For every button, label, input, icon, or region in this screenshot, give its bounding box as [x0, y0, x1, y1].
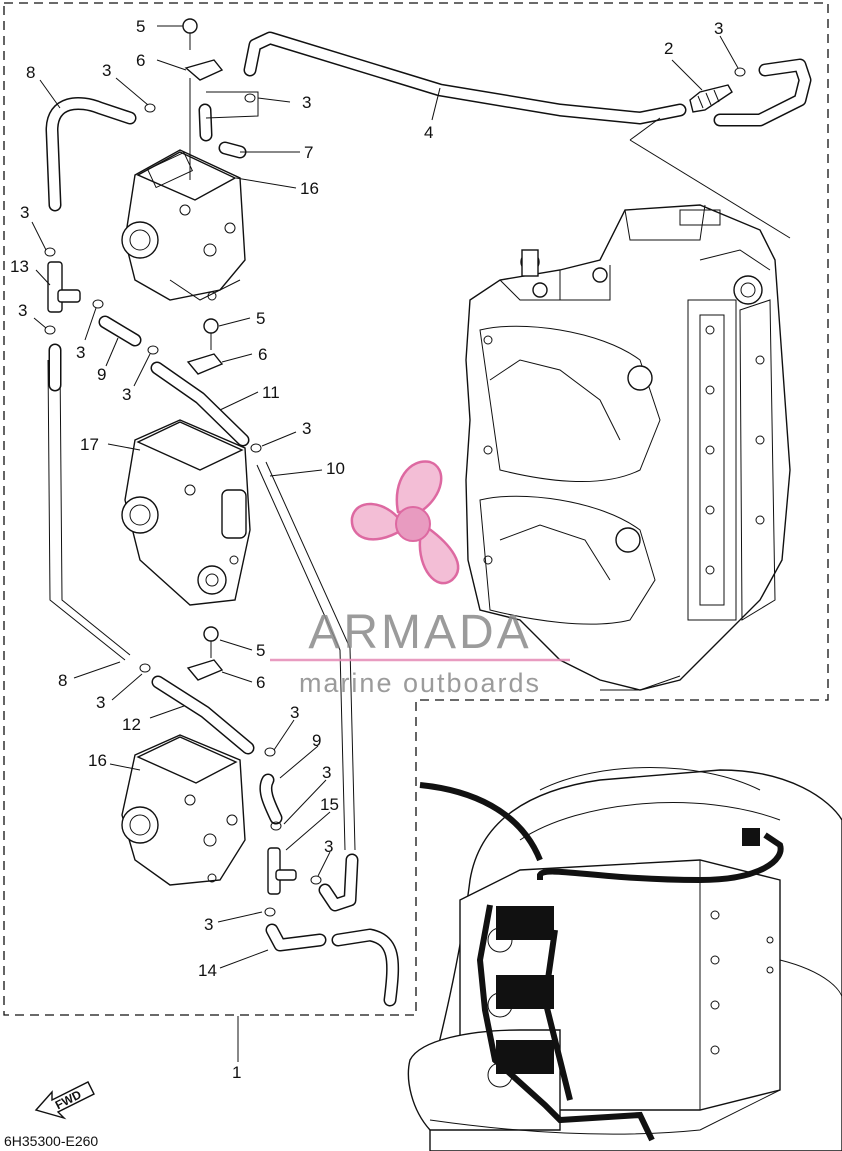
hose-9-lower	[259, 773, 283, 825]
callout-6: 6	[136, 51, 145, 70]
callout-16: 16	[300, 179, 319, 198]
callout-9: 9	[312, 731, 321, 750]
callout-3: 3	[102, 61, 111, 80]
carburetor-middle	[121, 419, 251, 606]
callout-13: 13	[10, 257, 29, 276]
hose-9-upper	[98, 315, 142, 347]
hose-12	[151, 675, 255, 755]
hose-lower-right	[318, 853, 359, 912]
callout-7: 7	[304, 143, 313, 162]
hose-upper-short	[198, 103, 247, 159]
callout-11: 11	[262, 383, 280, 402]
watermark: ARMADA marine outboards	[270, 460, 570, 698]
callout-3: 3	[96, 693, 105, 712]
fwd-arrow: FWD	[34, 1081, 95, 1120]
callout-14: 14	[198, 961, 217, 980]
callout-2: 2	[664, 39, 673, 58]
hose-11	[150, 361, 250, 447]
carburetor-lower	[121, 734, 246, 886]
callout-12: 12	[122, 715, 141, 734]
carburetor-upper	[121, 149, 246, 301]
callout-3: 3	[324, 837, 333, 856]
callout-3: 3	[20, 203, 29, 222]
callout-3: 3	[204, 915, 213, 934]
callout-15: 15	[320, 795, 339, 814]
callout-4: 4	[424, 123, 433, 142]
check-valve-2	[689, 84, 733, 113]
propeller-logo-icon	[350, 460, 460, 585]
hose-4	[243, 31, 687, 125]
callout-5: 5	[256, 641, 265, 660]
clips-3	[44, 67, 746, 917]
bolts-5	[182, 18, 219, 658]
callout-5: 5	[256, 309, 265, 328]
callout-3: 3	[302, 419, 311, 438]
callout-3: 3	[290, 703, 299, 722]
callout-1: 1	[232, 1063, 241, 1082]
callout-10: 10	[326, 459, 345, 478]
callout-3: 3	[122, 385, 131, 404]
outboard-overview	[407, 767, 842, 1151]
watermark-tagline: marine outboards	[299, 668, 541, 698]
hose-8-long	[47, 359, 131, 661]
callout-8: 8	[26, 63, 35, 82]
hose-10	[256, 461, 356, 851]
highlighted-carburetors	[419, 782, 784, 1142]
brackets-6	[184, 59, 224, 681]
callout-6: 6	[258, 345, 267, 364]
callout-3: 3	[18, 301, 27, 320]
engine-block	[465, 204, 791, 691]
watermark-name: ARMADA	[308, 606, 531, 659]
callout-5: 5	[136, 17, 145, 36]
hose-8-upper	[45, 97, 137, 212]
hose-14	[265, 923, 400, 1007]
leader-lines	[31, 25, 791, 1062]
callout-8: 8	[58, 671, 67, 690]
callout-3: 3	[302, 93, 311, 112]
drawing-code: 6H35300-E260	[4, 1133, 98, 1149]
joint-15	[267, 847, 297, 895]
callout-labels: 5 6 8 3 3 7 16 2 3 4 3 13 3 3 9 3 5 6 11…	[10, 17, 723, 1082]
callout-16: 16	[88, 751, 107, 770]
callout-3: 3	[322, 763, 331, 782]
assembly-boundary	[3, 2, 829, 1016]
callout-9: 9	[97, 365, 106, 384]
callout-3: 3	[76, 343, 85, 362]
callout-6: 6	[256, 673, 265, 692]
callout-3: 3	[714, 19, 723, 38]
callout-17: 17	[80, 435, 99, 454]
joint-13	[47, 261, 81, 313]
hose-4-right	[713, 58, 812, 127]
